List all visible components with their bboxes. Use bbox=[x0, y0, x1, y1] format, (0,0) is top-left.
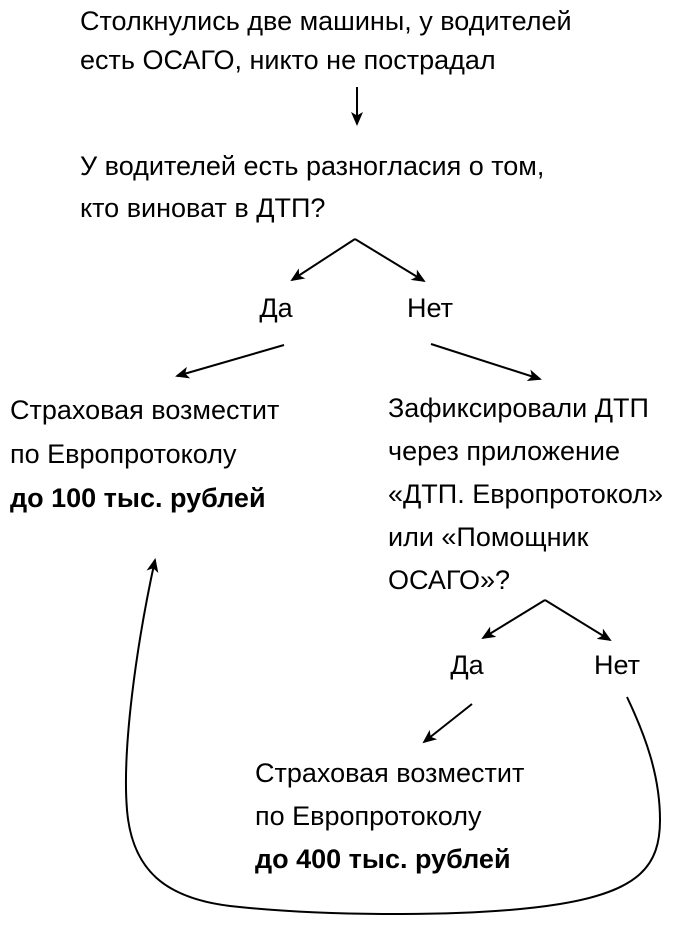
node-question-app: Зафиксировали ДТП через приложение «ДТП.… bbox=[388, 387, 663, 602]
node-outcome-400k: Страховая возместит по Европротоколу до … bbox=[255, 752, 524, 881]
label-no-2: Нет bbox=[594, 650, 640, 680]
label-yes-1: Да bbox=[259, 293, 293, 323]
node-outcome-400k-amount: до 400 тыс. рублей bbox=[255, 844, 511, 874]
arrow-question-app-to-yes bbox=[481, 599, 546, 640]
node-outcome-100k-line1: Страховая возместит bbox=[10, 395, 280, 425]
arrow-question-fault-to-no bbox=[354, 238, 426, 283]
node-question-fault-line2: кто виноват в ДТП? bbox=[80, 193, 326, 223]
arrow-question-app-to-no bbox=[544, 599, 612, 642]
node-question-app-line1: Зафиксировали ДТП bbox=[388, 393, 649, 423]
node-question-fault: У водителей есть разногласия о том, кто … bbox=[80, 145, 544, 229]
node-outcome-400k-line2: по Европротоколу bbox=[255, 801, 482, 831]
label-no-1: Нет bbox=[407, 293, 453, 323]
node-outcome-100k-amount: до 100 тыс. рублей bbox=[10, 483, 266, 513]
arrow-yes1-to-outcome-100k bbox=[175, 344, 285, 379]
node-question-app-line3: «ДТП. Европротокол» bbox=[388, 479, 664, 509]
arrow-no1-to-question-app bbox=[430, 343, 542, 382]
arrow-no2-to-outcome-100k bbox=[124, 558, 662, 916]
node-outcome-100k-line2: по Европротоколу bbox=[10, 439, 237, 469]
node-outcome-400k-line1: Страховая возместит bbox=[255, 758, 525, 788]
node-start-line1: Столкнулись две машины, у водителей bbox=[80, 6, 572, 36]
node-outcome-100k: Страховая возместит по Европротоколу до … bbox=[10, 388, 279, 520]
arrow-question-fault-to-yes bbox=[290, 238, 356, 282]
node-question-app-line4: или «Помощник bbox=[388, 522, 589, 552]
node-question-fault-line1: У водителей есть разногласия о том, bbox=[80, 151, 545, 181]
node-start-line2: есть ОСАГО, никто не пострадал bbox=[80, 45, 496, 75]
node-start: Столкнулись две машины, у водителей есть… bbox=[80, 2, 572, 80]
arrow-yes2-to-outcome-400k bbox=[422, 703, 473, 744]
label-yes-2: Да bbox=[450, 650, 484, 680]
node-question-app-line5: ОСАГО»? bbox=[388, 565, 511, 595]
node-question-app-line2: через приложение bbox=[388, 436, 620, 466]
